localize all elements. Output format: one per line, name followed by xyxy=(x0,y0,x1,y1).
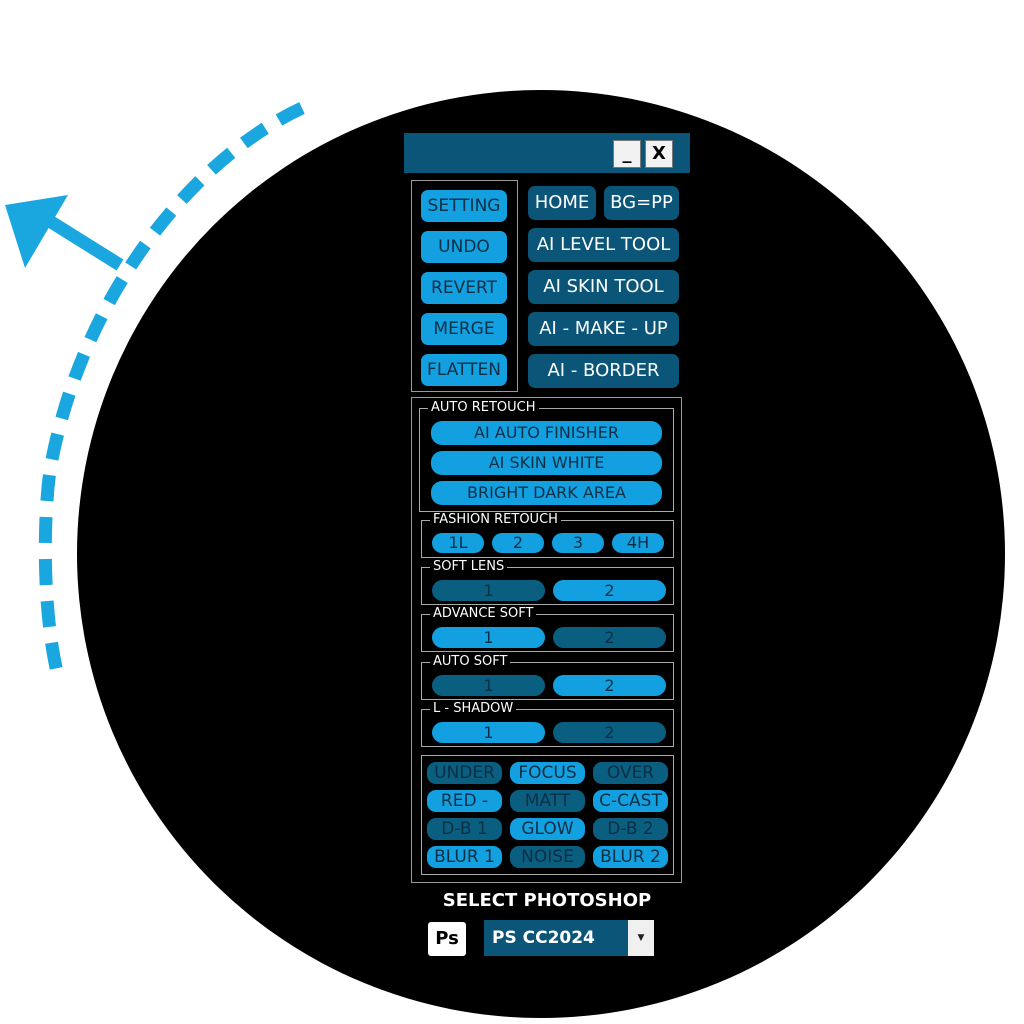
minimize-button[interactable]: _ xyxy=(613,140,641,168)
photoshop-version-select[interactable]: PS CC2024 ▼ xyxy=(484,920,654,956)
ai-skin-white-button[interactable]: AI SKIN WHITE xyxy=(431,451,662,475)
retouch-box: AUTO RETOUCH AI AUTO FINISHER AI SKIN WH… xyxy=(411,397,682,883)
ai-border-button[interactable]: AI - BORDER xyxy=(528,354,679,388)
rotate-arrow-icon xyxy=(5,102,305,678)
home-button[interactable]: HOME xyxy=(528,186,596,220)
advance-soft-group: ADVANCE SOFT 1 2 xyxy=(421,606,674,652)
matt-button[interactable]: MATT xyxy=(510,790,585,812)
fashion-retouch-title: FASHION RETOUCH xyxy=(430,512,561,528)
noise-button[interactable]: NOISE xyxy=(510,846,585,868)
fashion-4h-button[interactable]: 4H xyxy=(612,533,664,553)
auto-soft-group: AUTO SOFT 1 2 xyxy=(421,654,674,700)
bg-pp-button[interactable]: BG=PP xyxy=(604,186,679,220)
soft-lens-group: SOFT LENS 1 2 xyxy=(421,559,674,605)
under-button[interactable]: UNDER xyxy=(427,762,502,784)
blur-2-button[interactable]: BLUR 2 xyxy=(593,846,668,868)
d-b-1-button[interactable]: D-B 1 xyxy=(427,818,502,840)
c-cast-button[interactable]: C-CAST xyxy=(593,790,668,812)
advance-soft-1-button[interactable]: 1 xyxy=(432,627,545,648)
l-shadow-1-button[interactable]: 1 xyxy=(432,722,545,743)
auto-soft-1-button[interactable]: 1 xyxy=(432,675,545,696)
d-b-2-button[interactable]: D-B 2 xyxy=(593,818,668,840)
fashion-2-button[interactable]: 2 xyxy=(492,533,544,553)
ai-level-tool-button[interactable]: AI LEVEL TOOL xyxy=(528,228,679,262)
flatten-button[interactable]: FLATTEN xyxy=(421,354,507,386)
ai-auto-finisher-button[interactable]: AI AUTO FINISHER xyxy=(431,421,662,445)
ai-skin-tool-button[interactable]: AI SKIN TOOL xyxy=(528,270,679,304)
over-button[interactable]: OVER xyxy=(593,762,668,784)
focus-button[interactable]: FOCUS xyxy=(510,762,585,784)
auto-soft-2-button[interactable]: 2 xyxy=(553,675,666,696)
blur-1-button[interactable]: BLUR 1 xyxy=(427,846,502,868)
ai-make-up-button[interactable]: AI - MAKE - UP xyxy=(528,312,679,346)
l-shadow-title: L - SHADOW xyxy=(430,701,517,717)
red-minus-button[interactable]: RED - xyxy=(427,790,502,812)
advance-soft-2-button[interactable]: 2 xyxy=(553,627,666,648)
fashion-retouch-group: FASHION RETOUCH 1L 2 3 4H xyxy=(421,512,674,558)
advance-soft-title: ADVANCE SOFT xyxy=(430,606,537,622)
soft-lens-1-button[interactable]: 1 xyxy=(432,580,545,601)
soft-lens-2-button[interactable]: 2 xyxy=(553,580,666,601)
fashion-3-button[interactable]: 3 xyxy=(552,533,604,553)
tool-panel: _ X SETTING UNDO REVERT MERGE FLATTEN HO… xyxy=(404,133,690,911)
effects-group: UNDER FOCUS OVER RED - MATT C-CAST D-B 1… xyxy=(421,755,674,875)
revert-button[interactable]: REVERT xyxy=(421,272,507,304)
chevron-down-icon[interactable]: ▼ xyxy=(628,920,654,956)
auto-retouch-group: AUTO RETOUCH AI AUTO FINISHER AI SKIN WH… xyxy=(419,400,674,512)
bright-dark-area-button[interactable]: BRIGHT DARK AREA xyxy=(431,481,662,505)
setting-button[interactable]: SETTING xyxy=(421,190,507,222)
auto-retouch-title: AUTO RETOUCH xyxy=(428,400,539,416)
l-shadow-2-button[interactable]: 2 xyxy=(553,722,666,743)
title-bar[interactable]: _ X xyxy=(404,133,690,173)
auto-soft-title: AUTO SOFT xyxy=(430,654,511,670)
select-photoshop-label: SELECT PHOTOSHOP xyxy=(442,890,652,911)
close-button[interactable]: X xyxy=(645,140,673,168)
photoshop-icon: Ps xyxy=(428,922,466,956)
merge-button[interactable]: MERGE xyxy=(421,313,507,345)
undo-button[interactable]: UNDO xyxy=(421,231,507,263)
l-shadow-group: L - SHADOW 1 2 xyxy=(421,701,674,747)
fashion-1l-button[interactable]: 1L xyxy=(432,533,484,553)
photoshop-version-value: PS CC2024 xyxy=(492,928,595,948)
left-menu-box: SETTING UNDO REVERT MERGE FLATTEN xyxy=(411,180,518,392)
soft-lens-title: SOFT LENS xyxy=(430,559,508,575)
glow-button[interactable]: GLOW xyxy=(510,818,585,840)
